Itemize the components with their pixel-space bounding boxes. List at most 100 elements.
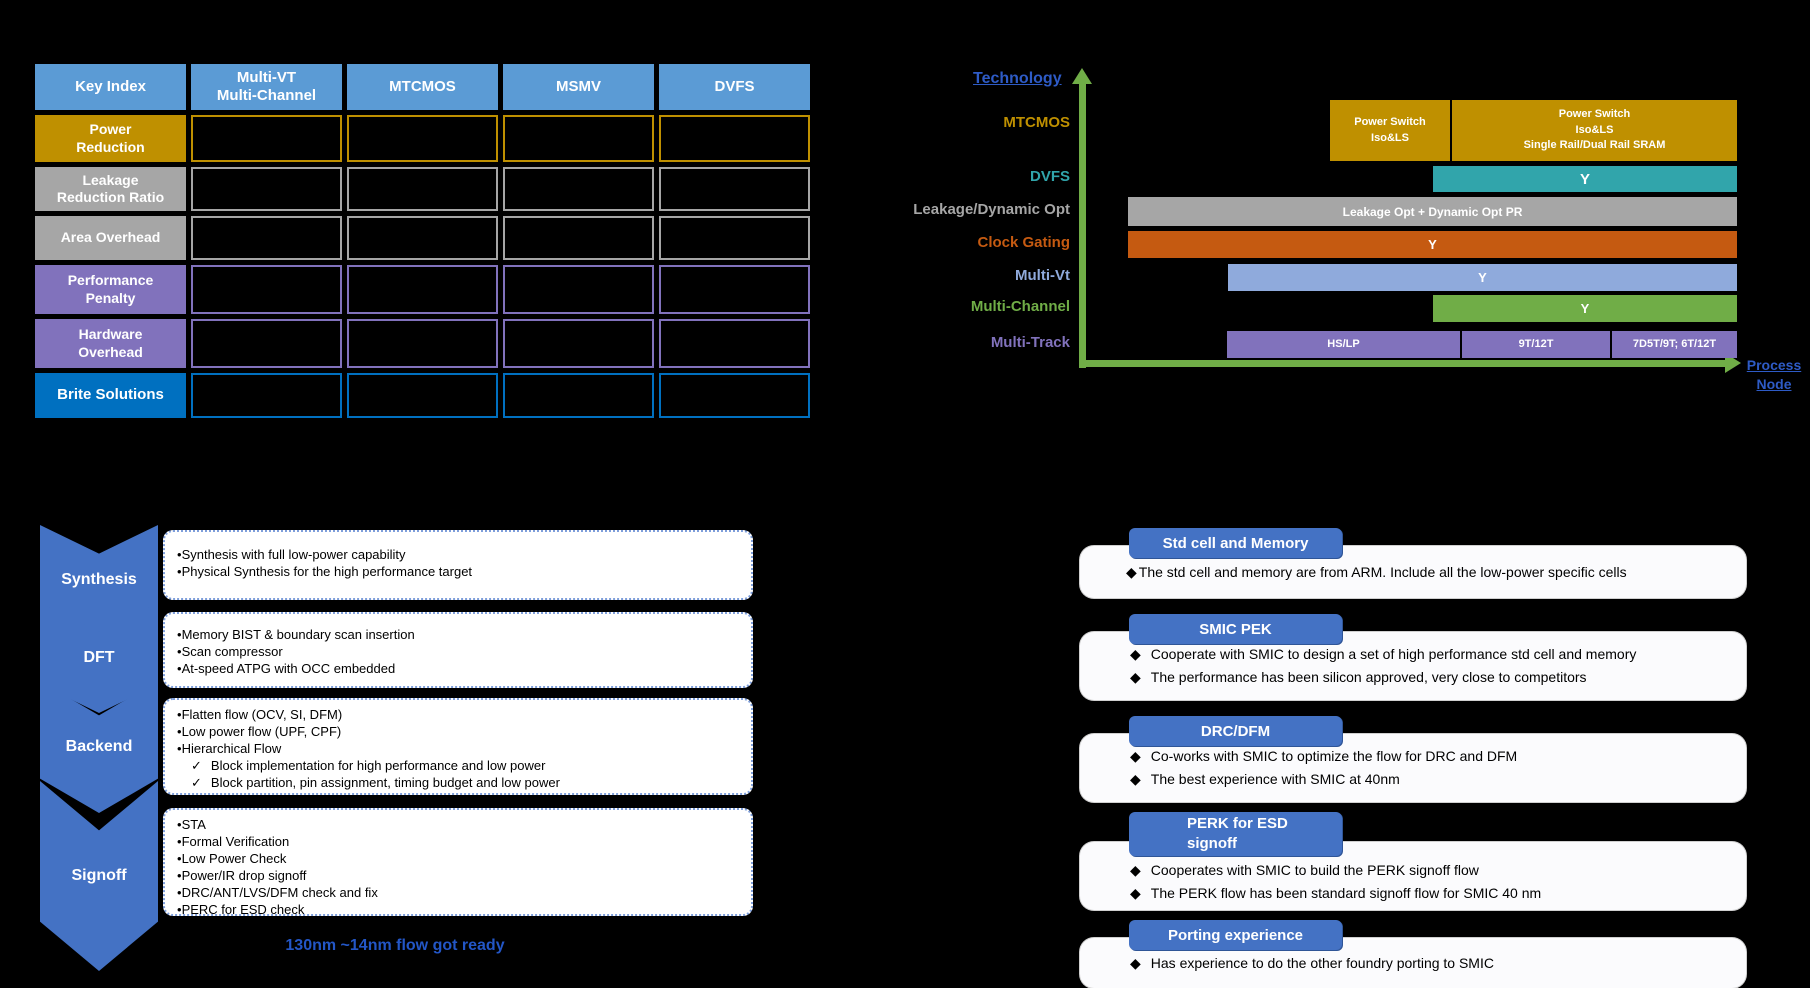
diamond-bullet-icon: ◆ (1126, 564, 1137, 580)
table-cell (659, 216, 810, 260)
table-cell (503, 373, 654, 418)
bar-mtcmos-2: Power Switch Iso&LS Single Rail/Dual Rai… (1452, 100, 1737, 161)
signoff-details-box: •STA •Formal Verification •Low Power Che… (163, 808, 753, 917)
table-cell (347, 216, 498, 260)
key-index-table: Key Index Multi-VT Multi-Channel MTCMOS … (35, 64, 810, 418)
table-cell (503, 216, 654, 260)
dot-bullet-icon: • (177, 885, 182, 900)
diamond-bullet-icon: ◆ (1130, 771, 1141, 787)
bullet-item: ◆Cooperates with SMIC to build the PERK … (1080, 859, 1746, 882)
y-axis-label: Technology (973, 70, 1062, 87)
table-cell (659, 167, 810, 211)
flow-caption: 130nm ~14nm flow got ready (285, 937, 505, 954)
dot-bullet-icon: • (177, 868, 182, 883)
row-header-area-overhead: Area Overhead (35, 216, 186, 260)
table-cell (503, 167, 654, 211)
row-label-clock-gating: Clock Gating (977, 234, 1070, 251)
table-cell (347, 373, 498, 418)
bullet-item: ◆The best experience with SMIC at 40nm (1080, 768, 1746, 791)
row-header-hardware-overhead: Hardware Overhead (35, 319, 186, 368)
bar-multi-channel: Y (1433, 295, 1737, 322)
list-item: •At-speed ATPG with OCC embedded (177, 661, 396, 676)
list-item: •Memory BIST & boundary scan insertion (177, 627, 415, 642)
diamond-bullet-icon: ◆ (1130, 862, 1141, 878)
table-header-multivt: Multi-VT Multi-Channel (191, 64, 342, 110)
list-item: •Low Power Check (177, 851, 287, 866)
check-icon: ✓ (191, 758, 202, 773)
row-header-brite-solutions: Brite Solutions (35, 373, 186, 418)
bullet-item: ◆Has experience to do the other foundry … (1080, 952, 1746, 975)
backend-details-box: •Flatten flow (OCV, SI, DFM) •Low power … (163, 698, 753, 795)
list-item: •STA (177, 817, 206, 832)
technology-roadmap-chart: Technology Process Node MTCMOS DVFS Leak… (880, 60, 1810, 405)
x-axis-line (1083, 360, 1725, 367)
list-item: •Power/IR drop signoff (177, 868, 307, 883)
list-item: •DRC/ANT/LVS/DFM check and fix (177, 885, 378, 900)
table-cell (191, 265, 342, 314)
check-icon: ✓ (191, 775, 202, 790)
diamond-bullet-icon: ◆ (1130, 885, 1141, 901)
table-header-dvfs: DVFS (659, 64, 810, 110)
up-arrow-icon (1072, 68, 1092, 84)
list-item: •Formal Verification (177, 834, 290, 849)
diamond-bullet-icon: ◆ (1130, 646, 1141, 662)
bar-multi-track-3: 7D5T/9T; 6T/12T (1612, 331, 1737, 358)
list-item: •Low power flow (UPF, CPF) (177, 724, 342, 739)
diamond-bullet-icon: ◆ (1130, 955, 1141, 971)
table-cell (659, 265, 810, 314)
table-cell (347, 115, 498, 162)
table-cell (503, 319, 654, 368)
bar-multi-vt: Y (1228, 264, 1737, 291)
right-arrow-icon (1725, 353, 1741, 373)
list-item: ✓Block partition, pin assignment, timing… (191, 775, 560, 790)
table-cell (191, 167, 342, 211)
x-axis-label: Process Node (1746, 357, 1802, 392)
table-cell (347, 265, 498, 314)
bar-dvfs: Y (1433, 166, 1737, 192)
row-label-multi-track: Multi-Track (990, 334, 1070, 351)
list-item: •Synthesis with full low-power capabilit… (177, 547, 406, 562)
dot-bullet-icon: • (177, 661, 182, 676)
bar-multi-track-2: 9T/12T (1462, 331, 1610, 358)
table-cell (659, 115, 810, 162)
diamond-bullet-icon: ◆ (1130, 748, 1141, 764)
row-header-power-reduction: Power Reduction (35, 115, 186, 162)
dot-bullet-icon: • (177, 564, 182, 579)
section-header-std-cell: Std cell and Memory (1129, 528, 1342, 558)
design-flow: Synthesis DFT Backend Signoff •Synthesis… (35, 525, 760, 988)
dot-bullet-icon: • (177, 902, 182, 917)
row-label-multi-channel: Multi-Channel (970, 298, 1070, 315)
diamond-bullet-icon: ◆ (1130, 669, 1141, 685)
bar-leakage: Leakage Opt + Dynamic Opt PR (1128, 197, 1737, 226)
dot-bullet-icon: • (177, 834, 182, 849)
row-label-dvfs: DVFS (1029, 168, 1070, 185)
section-box-smic-pek: ◆Cooperate with SMIC to design a set of … (1080, 632, 1746, 700)
dot-bullet-icon: • (177, 851, 182, 866)
table-cell (659, 319, 810, 368)
row-label-mtcmos: MTCMOS (1003, 114, 1070, 131)
row-header-performance-penalty: Performance Penalty (35, 265, 186, 314)
table-header-key-index: Key Index (35, 64, 186, 110)
dot-bullet-icon: • (177, 817, 182, 832)
table-cell (347, 167, 498, 211)
row-label-multi-vt: Multi-Vt (1015, 267, 1070, 284)
bar-clock-gating: Y (1128, 231, 1737, 258)
dot-bullet-icon: • (177, 724, 182, 739)
table-cell (503, 265, 654, 314)
list-item: •Physical Synthesis for the high perform… (177, 564, 473, 579)
section-header-porting: Porting experience (1129, 920, 1342, 950)
dft-details-box: •Memory BIST & boundary scan insertion •… (163, 612, 753, 688)
y-axis-line (1079, 82, 1086, 368)
dot-bullet-icon: • (177, 547, 182, 562)
list-item: ✓Block implementation for high performan… (191, 758, 546, 773)
list-item: •Flatten flow (OCV, SI, DFM) (177, 707, 343, 722)
dot-bullet-icon: • (177, 707, 182, 722)
bullet-item: ◆Cooperate with SMIC to design a set of … (1080, 643, 1746, 666)
table-cell (191, 373, 342, 418)
list-item: •PERC for ESD check (177, 902, 305, 917)
table-cell (191, 319, 342, 368)
dot-bullet-icon: • (177, 627, 182, 642)
dot-bullet-icon: • (177, 741, 182, 756)
table-cell (659, 373, 810, 418)
